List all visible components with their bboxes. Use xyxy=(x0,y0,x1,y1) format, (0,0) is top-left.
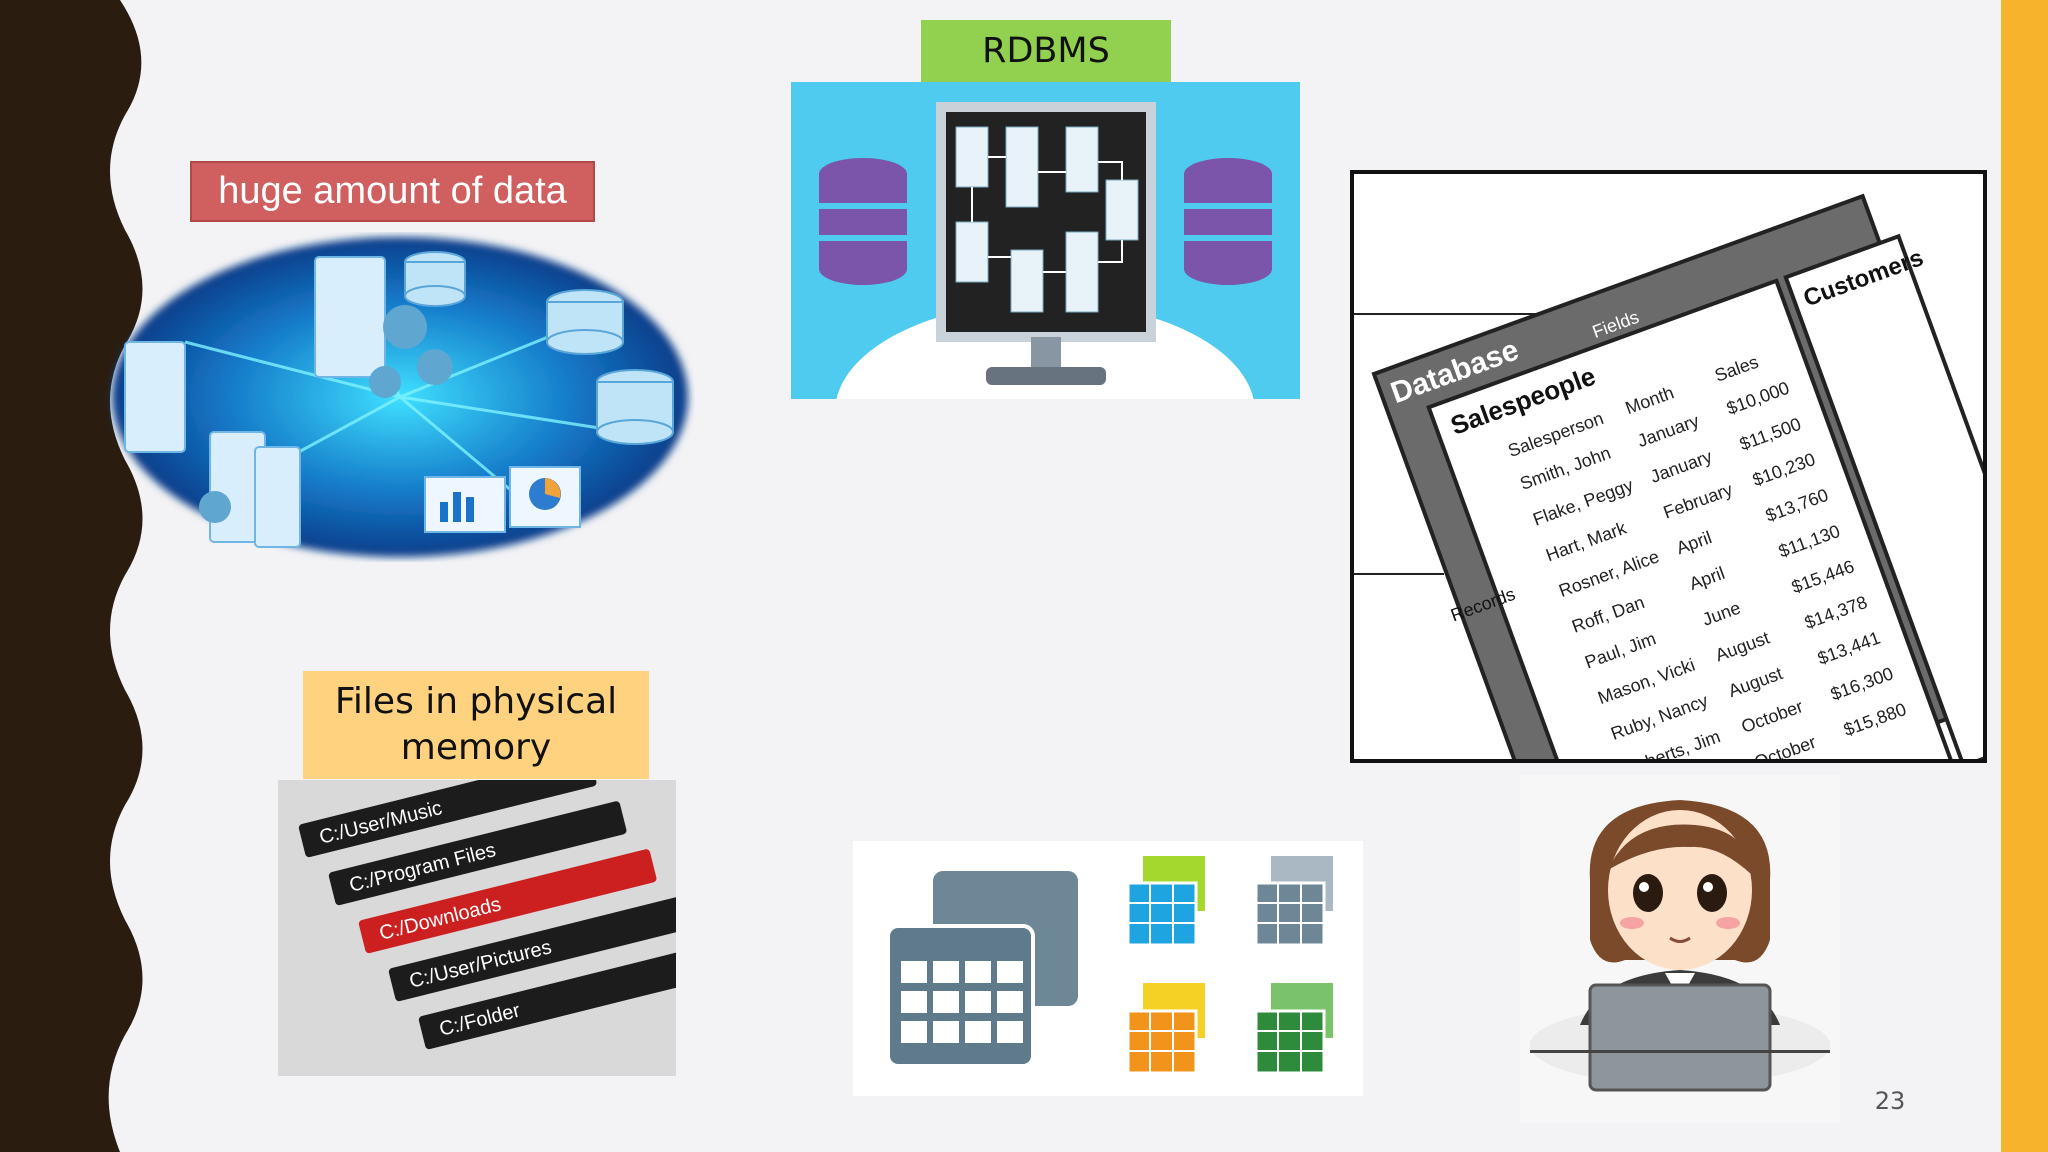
right-accent-band xyxy=(2001,0,2048,1152)
folder-tab xyxy=(388,897,676,1002)
rdbms-label: RDBMS xyxy=(921,20,1171,82)
left-wavy-border xyxy=(0,0,143,1152)
huge-data-text: huge amount of data xyxy=(218,170,567,212)
data-network-illustration xyxy=(105,232,695,562)
folder-tab xyxy=(418,945,676,1050)
huge-data-label: huge amount of data xyxy=(190,161,595,222)
database-salespeople-illustration: Database Salespeople Fields Records Sale… xyxy=(1350,170,1987,763)
rdbms-monitor-illustration xyxy=(791,82,1300,399)
rdbms-text: RDBMS xyxy=(982,31,1110,71)
files-label-line2: memory xyxy=(400,727,552,768)
folder-tab xyxy=(298,780,597,858)
folder-tab xyxy=(358,849,657,954)
folder-tab xyxy=(328,801,627,906)
files-physical-memory-label: Files in physical memory xyxy=(303,671,649,779)
large-table-icon xyxy=(886,871,1078,1068)
small-table-icons xyxy=(1126,856,1333,1075)
person-laptop-illustration xyxy=(1520,775,1840,1123)
files-label-line1: Files in physical xyxy=(334,681,618,722)
table-icons-illustration xyxy=(853,841,1363,1096)
page-number: 23 xyxy=(1874,1087,1906,1115)
